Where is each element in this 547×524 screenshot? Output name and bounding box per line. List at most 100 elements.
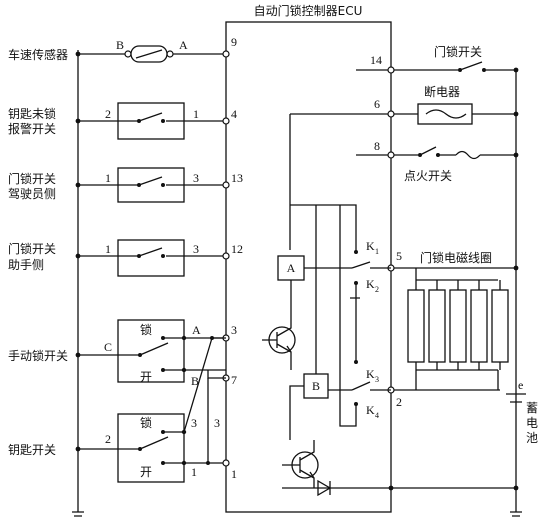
manual-switch-pin-a: A xyxy=(192,323,201,337)
terminal-9-label: 9 xyxy=(231,35,237,49)
coil-taps xyxy=(415,280,501,370)
key-unlock-blade xyxy=(138,112,163,122)
relay-k4-drop xyxy=(339,340,357,427)
key-switch-pin-1: 1 xyxy=(191,465,197,479)
manual-switch-lock-contact xyxy=(161,336,165,340)
node-left-1 xyxy=(75,51,81,57)
battery-label-2: 电 xyxy=(526,416,538,430)
ignition-contact-2 xyxy=(436,153,440,157)
key-switch-lock-contact xyxy=(161,430,165,434)
node-left-5 xyxy=(75,352,81,358)
relay-k2-label: K xyxy=(366,277,375,291)
relay-k2-sub: 2 xyxy=(375,285,379,294)
door-switch-right-contact-2 xyxy=(482,68,486,72)
manual-switch-unlock-label: 开 xyxy=(140,370,152,384)
relay-k3-sub: 3 xyxy=(375,375,379,384)
transistor-2-leads xyxy=(282,440,315,488)
ignition-blade xyxy=(419,146,437,156)
manual-switch-pin-b: B xyxy=(191,374,199,388)
key-switch-blade xyxy=(139,436,169,450)
manual-switch-box xyxy=(117,319,185,383)
terminal-9-node xyxy=(222,50,230,58)
ecu-title: 自动门锁控制器ECU xyxy=(254,3,363,18)
diode-symbol xyxy=(317,479,332,497)
terminal-13-label: 13 xyxy=(231,171,243,185)
terminal-12-label: 12 xyxy=(231,242,243,256)
terminal-14-label: 14 xyxy=(370,53,382,67)
node-supply-bottom xyxy=(513,485,519,491)
relay-k1-contact xyxy=(354,250,358,254)
relay-b-label: B xyxy=(312,379,320,393)
key-switch-label: 钥匙开关 xyxy=(8,443,56,457)
key-switch-out-3 xyxy=(183,337,226,433)
terminal-8-label: 8 xyxy=(374,139,380,153)
key-switch-lock-label: 锁 xyxy=(140,415,152,430)
terminal-13-node xyxy=(222,181,230,189)
node-manual-b xyxy=(181,367,187,373)
node-ground-right xyxy=(388,485,394,491)
door-driver-label-2: 驾驶员侧 xyxy=(8,186,56,201)
key-switch-box xyxy=(117,413,185,483)
manual-switch-pin-c: C xyxy=(104,340,112,354)
key-switch-pin-3: 3 xyxy=(191,416,197,430)
door-passenger-contact-2 xyxy=(161,254,165,258)
node-right-14 xyxy=(513,67,519,73)
node-left-3 xyxy=(75,182,81,188)
battery-label-3: 池 xyxy=(526,431,538,445)
door-passenger-pin-3: 3 xyxy=(193,242,199,256)
speed-sensor-pin-a-label: A xyxy=(179,38,188,52)
battery-cell xyxy=(506,393,526,403)
transistor-1-leads xyxy=(262,312,292,370)
speed-sensor-pin-a xyxy=(166,50,174,58)
solenoid-label: 门锁电磁线圈 xyxy=(420,250,492,265)
door-passenger-pin-1: 1 xyxy=(105,242,111,256)
relay-k2-drop xyxy=(350,283,360,299)
speed-sensor-pin-b-label: B xyxy=(116,38,124,52)
relay-k3-label: K xyxy=(366,367,375,381)
terminal-8-node xyxy=(387,151,395,159)
terminal-3b-label: 3 xyxy=(214,416,220,430)
right-ground-symbol xyxy=(510,511,522,517)
terminal-7-label: 7 xyxy=(231,373,237,387)
manual-switch-unlock-contact xyxy=(161,368,165,372)
door-passenger-switch-box xyxy=(117,239,185,277)
relay-k1-blade xyxy=(351,261,371,269)
terminal-4-label: 4 xyxy=(231,107,237,121)
terminal-1-label: 1 xyxy=(231,467,237,481)
relay-k3-contact xyxy=(354,360,358,364)
terminal-4-node xyxy=(222,117,230,125)
terminal-1-node xyxy=(222,459,230,467)
node-right-5 xyxy=(513,265,519,271)
terminal-12-node xyxy=(222,252,230,260)
key-unlock-pin-1: 1 xyxy=(193,107,199,121)
relay-k4-label: K xyxy=(366,403,375,417)
terminal-6-label: 6 xyxy=(374,97,380,111)
key-unlock-pin-2: 2 xyxy=(105,107,111,121)
terminal-5-label: 5 xyxy=(396,249,402,263)
key-switch-unlock-label: 开 xyxy=(140,465,152,479)
door-driver-blade xyxy=(138,176,163,186)
relay-a-label: A xyxy=(287,261,296,275)
door-passenger-label-2: 助手侧 xyxy=(8,258,44,272)
node-right-8 xyxy=(513,152,519,158)
relay-k1-sub: 1 xyxy=(375,247,379,256)
key-unlock-label-2: 报警开关 xyxy=(8,121,56,136)
battery-e-label: e xyxy=(518,378,523,392)
door-switch-right-blade xyxy=(459,61,483,71)
left-ground-symbol xyxy=(72,511,84,517)
key-unlock-contact-2 xyxy=(161,119,165,123)
terminal-6-node xyxy=(387,110,395,118)
relay-b-coil xyxy=(303,373,329,399)
door-driver-label-1: 门锁开关 xyxy=(8,171,56,186)
door-passenger-label-1: 门锁开关 xyxy=(8,241,56,256)
solenoid-coil-5 xyxy=(491,289,509,363)
door-passenger-blade xyxy=(138,247,163,257)
door-switch-right-label: 门锁开关 xyxy=(434,44,482,59)
relay-k3-blade xyxy=(351,381,371,391)
relay-b-lower xyxy=(289,385,304,440)
coil-feed-link xyxy=(415,268,499,390)
node-key-3 xyxy=(181,429,187,435)
door-driver-pin-1: 1 xyxy=(105,171,111,185)
terminal-3a-label: 3 xyxy=(231,323,237,337)
